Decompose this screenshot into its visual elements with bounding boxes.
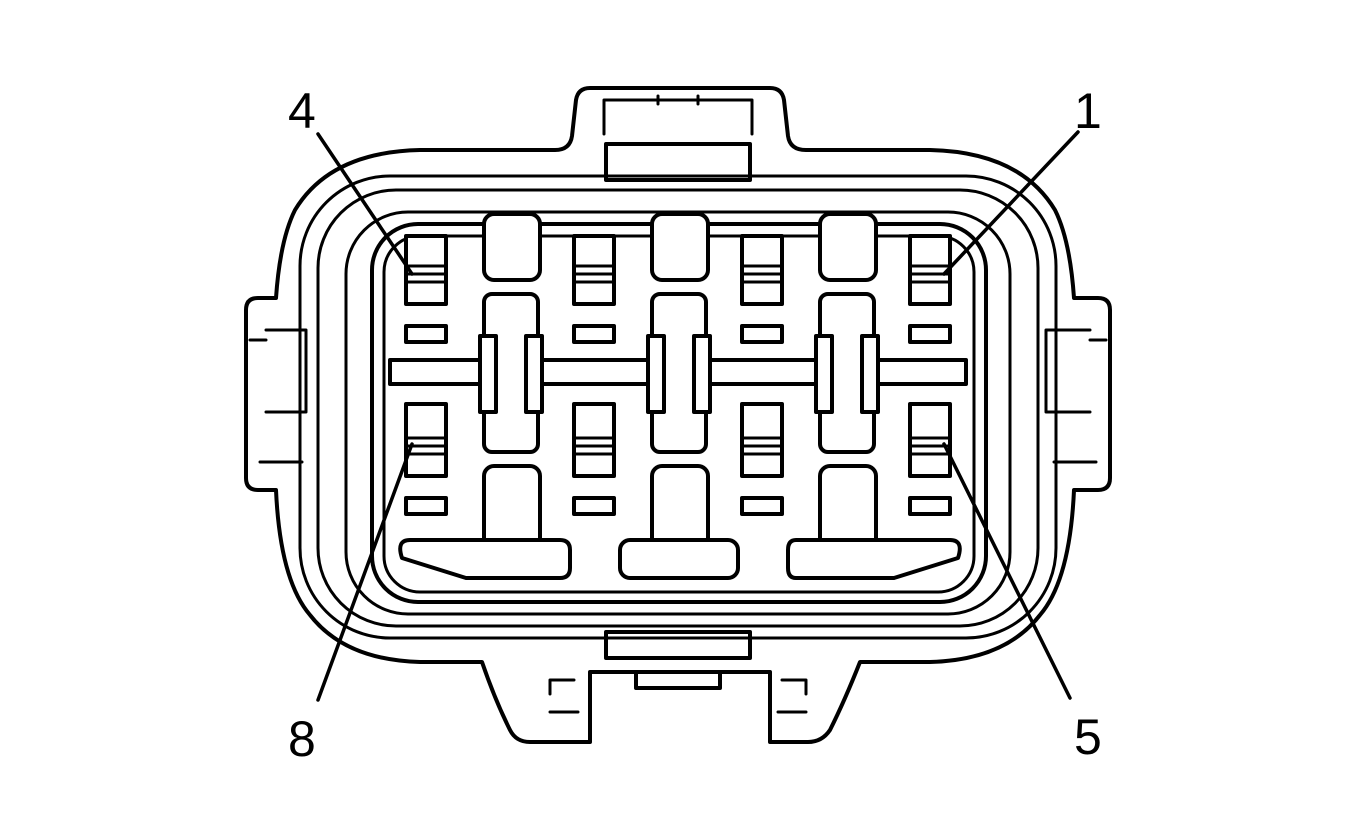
- top-latch-tab: [604, 142, 752, 182]
- bottom-latch-tab: [604, 630, 752, 660]
- pin-label-5: 5: [1074, 709, 1102, 765]
- lock-window-bottom-2: [572, 496, 616, 516]
- leader-line-pin-1: [942, 130, 1080, 276]
- lock-window-top-1: [404, 324, 448, 344]
- leader-line-pin-4: [316, 132, 414, 276]
- terminal-cavity-pin-1: [908, 234, 952, 306]
- pin-label-4: 4: [288, 83, 316, 139]
- seal-ring-middle: [316, 188, 1040, 628]
- terminal-cavity-pin-5: [908, 402, 952, 478]
- lock-window-top-2: [572, 324, 616, 344]
- bottom-latch-foot: [634, 670, 722, 690]
- leader-line-pin-8: [316, 442, 414, 702]
- top-key-right: [818, 212, 878, 282]
- lock-window-top-4: [908, 324, 952, 344]
- lock-window-top-3: [740, 324, 784, 344]
- connector-housing-outline: [244, 86, 1112, 744]
- seal-ring-outer: [298, 174, 1058, 640]
- bottom-skirt-right: [786, 538, 962, 580]
- center-post-group-left: [478, 292, 544, 454]
- terminal-cavity-pin-7: [572, 402, 616, 478]
- bottom-right-bracket: [780, 678, 808, 696]
- terminal-cavity-pin-2: [740, 234, 784, 306]
- terminal-cavity-pin-6: [740, 402, 784, 478]
- bottom-skirt-middle: [618, 538, 740, 580]
- terminal-cavity-pin-4: [404, 234, 448, 306]
- lock-window-bottom-4: [908, 496, 952, 516]
- pin-label-8: 8: [288, 711, 316, 767]
- lock-window-bottom-1: [404, 496, 448, 516]
- leader-line-pin-5: [942, 442, 1072, 700]
- lock-window-bottom-3: [740, 496, 784, 516]
- center-post-group-middle: [646, 292, 712, 454]
- left-side-ear: [264, 328, 308, 414]
- terminal-cavity-pin-8: [404, 402, 448, 478]
- top-key-middle: [650, 212, 710, 282]
- terminal-cavity-pin-3: [572, 234, 616, 306]
- right-side-ear: [1044, 328, 1092, 414]
- bottom-left-bracket: [548, 678, 576, 696]
- bottom-skirt-left: [398, 538, 572, 580]
- top-latch-bracket: [602, 98, 754, 136]
- top-key-left: [482, 212, 542, 282]
- pin-label-1: 1: [1074, 83, 1102, 139]
- center-post-group-right: [814, 292, 880, 454]
